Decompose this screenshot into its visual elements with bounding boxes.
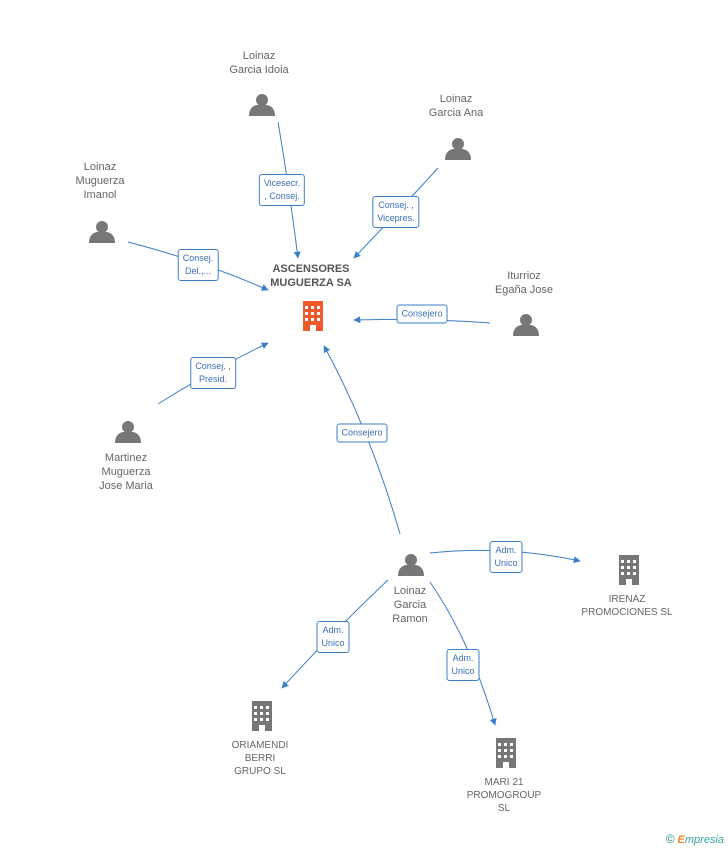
edge-label-oriamendi: Adm. Unico (316, 621, 350, 653)
person-label-ramon[interactable]: Loinaz Garcia Ramon (392, 585, 428, 625)
edge-label-martinez: Consej. , Presid. (190, 357, 236, 389)
person-icon-imanol[interactable] (89, 221, 115, 243)
main-company-label[interactable]: ASCENSORES MUGUERZA SA (270, 263, 352, 289)
person-icon-iturrioz[interactable] (513, 314, 539, 336)
person-label-martinez[interactable]: Martinez Muguerza Jose Maria (99, 452, 153, 492)
person-icon-ramon[interactable] (398, 554, 424, 576)
person-label-iturrioz[interactable]: Iturrioz Egaña Jose (494, 270, 554, 296)
building-windows (498, 743, 513, 758)
building-icon-irenaz[interactable] (619, 555, 639, 585)
company-label-irenaz[interactable]: IRENAZ PROMOCIONES SL (581, 594, 673, 618)
edge-label-irenaz: Adm. Unico (489, 541, 523, 573)
building-windows (621, 560, 636, 575)
brand-initial: E (677, 834, 685, 846)
company-label-oriamendi[interactable]: ORIAMENDI BERRI GRUPO SL (231, 740, 289, 777)
brand-name: mpresia (684, 834, 724, 846)
edge-mari21 (429, 581, 497, 726)
person-icon-idoia[interactable] (249, 94, 275, 116)
person-label-ana[interactable]: Loinaz Garcia Ana (428, 93, 484, 119)
edge-label-iturrioz: Consejero (396, 304, 448, 324)
copyright-icon: © (665, 832, 675, 846)
building-windows (254, 706, 269, 721)
person-icon-ana[interactable] (445, 138, 471, 160)
brand-watermark: ©Empresia (666, 832, 724, 846)
person-icon-martinez[interactable] (115, 421, 141, 443)
building-windows (305, 306, 320, 321)
building-icon-mari21[interactable] (496, 738, 516, 768)
building-icon-oriamendi[interactable] (252, 701, 272, 731)
person-label-idoia[interactable]: Loinaz Garcia Idoia (229, 50, 289, 76)
edge-label-ramon: Consejero (336, 423, 388, 443)
person-label-imanol[interactable]: Loinaz Muguerza Imanol (75, 161, 125, 201)
edge-label-idoia: Vicesecr. , Consej. (258, 174, 306, 206)
edge-label-ana: Consej. , Vicepres. (372, 196, 420, 228)
edge-label-mari21: Adm. Unico (446, 649, 480, 681)
main-company-building-icon[interactable] (303, 301, 323, 331)
edge-label-imanol: Consej. Del.,... (177, 249, 219, 281)
company-label-mari21[interactable]: MARI 21 PROMOGROUP SL (466, 777, 542, 814)
